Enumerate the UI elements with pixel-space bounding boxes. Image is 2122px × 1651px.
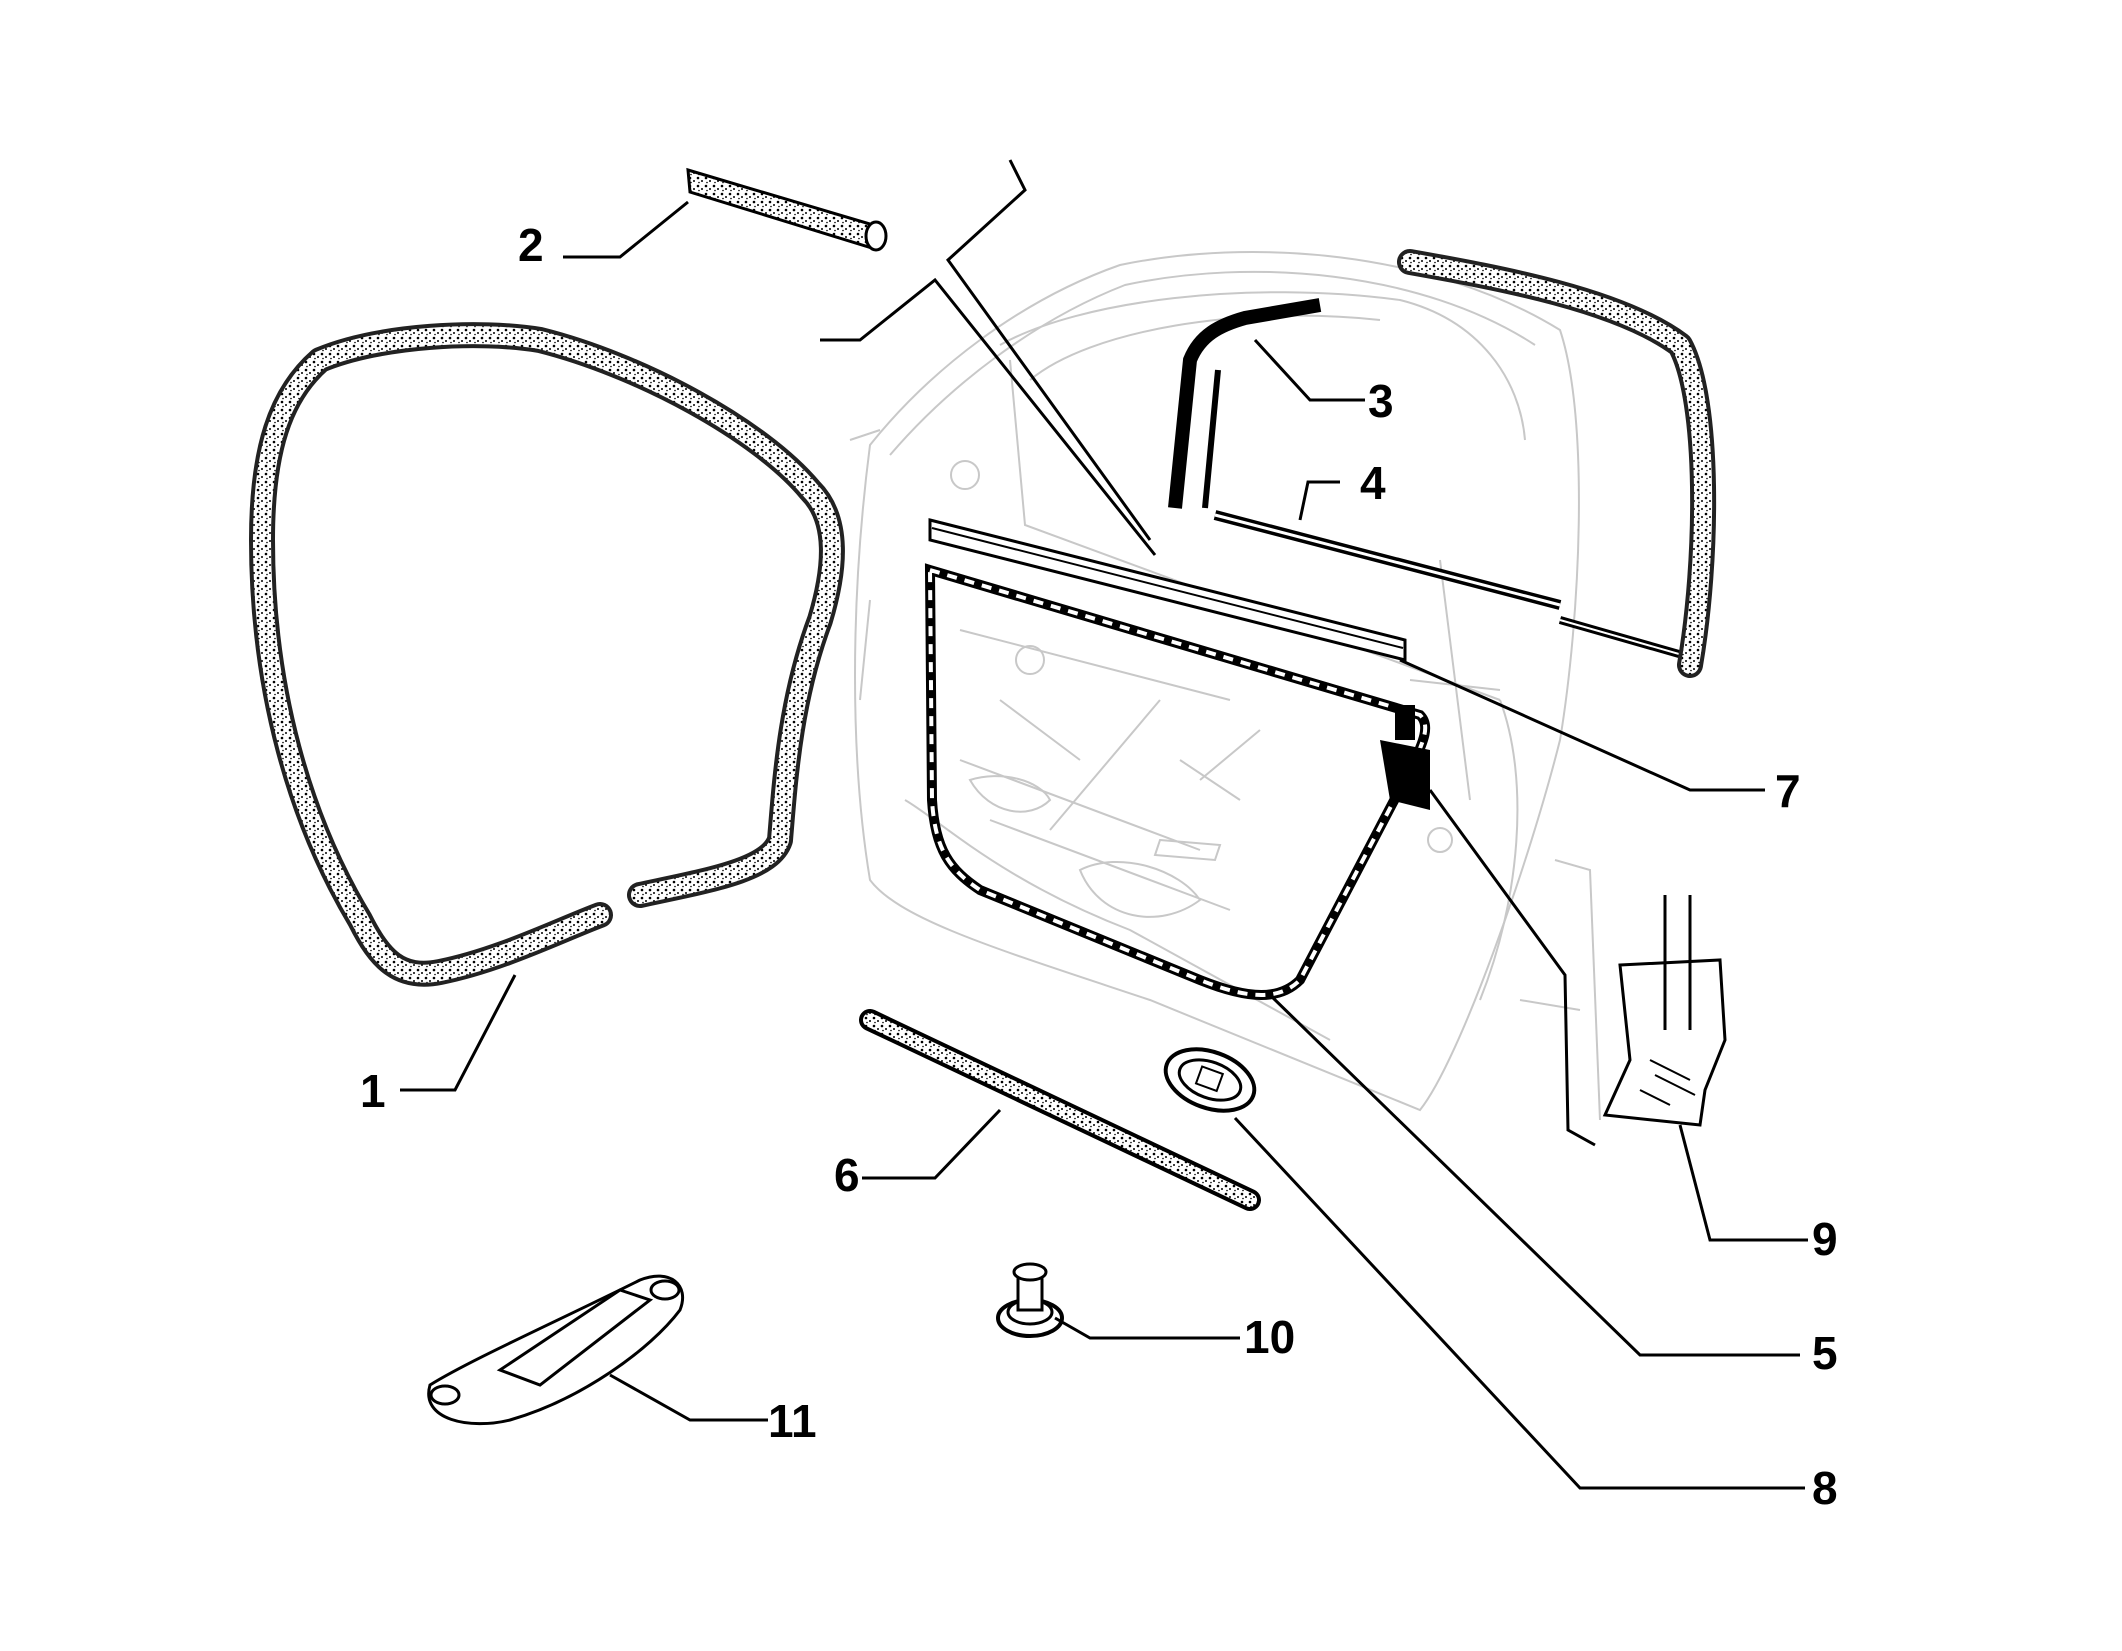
part-5-panel-seal	[924, 563, 1431, 1000]
leader-9	[1678, 1124, 1808, 1242]
part-7-belt-strip	[928, 518, 1407, 662]
part-4-outer-strip	[1213, 510, 1702, 664]
callout-8: 8	[1812, 1462, 1838, 1514]
part-6-lower-seal	[859, 1009, 1261, 1211]
leader-1	[400, 974, 517, 1092]
callout-2: 2	[518, 219, 544, 271]
part-9-adhesive-pad	[1602, 895, 1727, 1127]
part-10-fastener	[996, 1262, 1064, 1338]
part-11-bracket	[427, 1274, 685, 1426]
part-3-window-channel	[1168, 298, 1322, 509]
part-1-door-seal	[249, 322, 845, 987]
callout-9: 9	[1812, 1213, 1838, 1265]
callout-10: 10	[1244, 1311, 1296, 1363]
leader-3	[1253, 338, 1365, 402]
upper-frame-seal	[1397, 249, 1717, 678]
leader-lines	[400, 159, 1808, 1490]
leader-8	[1233, 1116, 1805, 1490]
callout-5: 5	[1812, 1327, 1838, 1379]
leader-extra-a	[820, 277, 1157, 556]
callout-1: 1	[360, 1065, 386, 1117]
callout-11: 11	[768, 1395, 817, 1447]
leader-extra-c	[1428, 789, 1596, 1147]
leader-11	[609, 1373, 768, 1422]
door-body-outline	[849, 251, 1601, 1121]
leader-7	[1399, 658, 1765, 792]
leader-4	[1298, 480, 1340, 521]
callout-3: 3	[1368, 375, 1394, 427]
callout-7: 7	[1775, 765, 1801, 817]
leader-extra-b	[945, 159, 1152, 541]
leader-5	[1268, 993, 1800, 1357]
callout-6: 6	[834, 1149, 860, 1201]
leader-6	[862, 1108, 1002, 1180]
leader-10	[1054, 1316, 1240, 1340]
leader-2	[563, 200, 689, 259]
part-8-oval-plug	[1163, 1047, 1257, 1113]
part-2-top-seal	[686, 167, 888, 252]
callout-4: 4	[1360, 457, 1386, 509]
